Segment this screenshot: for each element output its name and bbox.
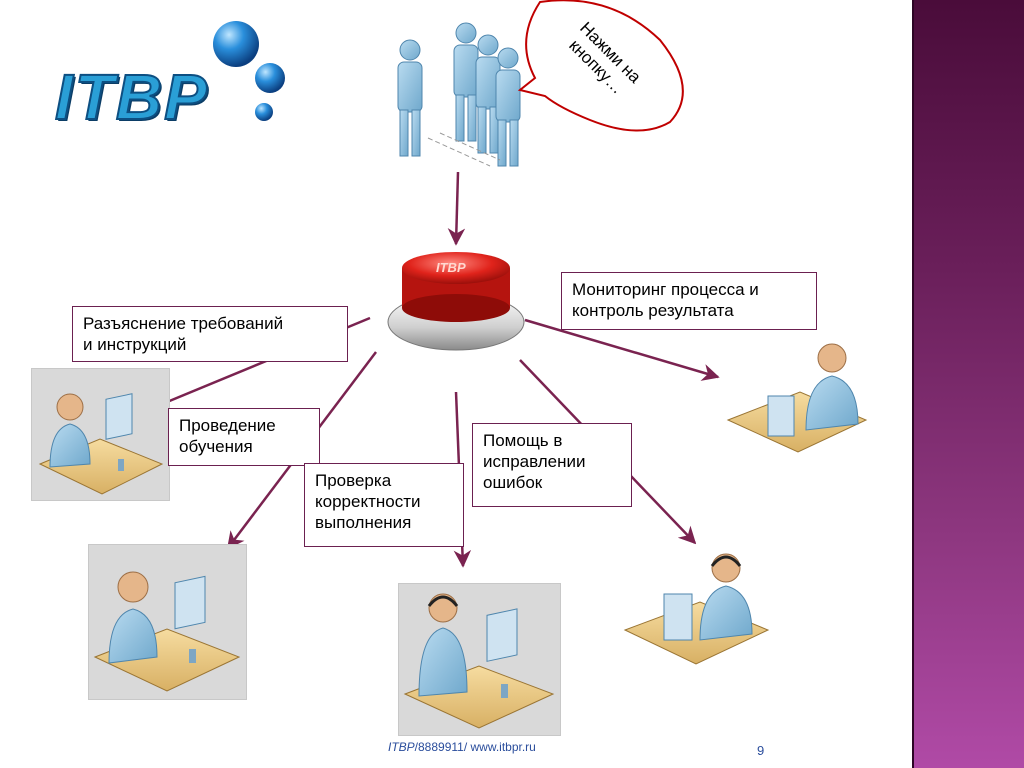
training-line-1: Проведение	[179, 416, 276, 435]
monitoring-box: Мониторинг процесса и контроль результат…	[561, 272, 817, 330]
training-line-2: обучения	[179, 437, 253, 456]
errors-line-3: ошибок	[483, 473, 543, 492]
arrow-to-button	[447, 171, 466, 246]
button-label: ITBP	[436, 260, 466, 275]
errors-box: Помощь в исправлении ошибок	[472, 423, 632, 507]
errors-line-2: исправлении	[483, 452, 586, 471]
itbp-logo: ITBP	[54, 60, 209, 134]
footer-text: /8889911/ www.itbpr.ru	[414, 740, 536, 754]
verification-line-2: корректности	[315, 492, 421, 511]
speech-callout	[517, 0, 684, 132]
verification-box: Проверка корректности выполнения	[304, 463, 464, 547]
training-box: Проведение обучения	[168, 408, 320, 466]
footer-brand: ITBP	[388, 740, 415, 754]
monitoring-line-1: Мониторинг процесса и	[572, 280, 759, 299]
errors-line-1: Помощь в	[483, 431, 563, 450]
requirements-line-1: Разъяснение требований	[83, 314, 284, 333]
group-of-people-icon	[397, 22, 521, 167]
person-at-computer-icon	[93, 571, 241, 692]
decorative-side-band	[912, 0, 1024, 768]
footer: ITBP/8889911/ www.itbpr.ru	[388, 740, 536, 754]
verification-line-1: Проверка	[315, 471, 392, 490]
operator-tile-bottom-left	[88, 544, 247, 700]
arrow-to-monitoring	[524, 318, 720, 381]
person-at-computer-icon	[38, 393, 164, 495]
person-with-headset-icon	[403, 593, 555, 729]
requirements-box: Разъяснение требований и инструкций	[72, 306, 348, 362]
verification-line-3: выполнения	[315, 513, 412, 532]
itbp-button-icon	[387, 252, 525, 351]
operator-tile-left	[31, 368, 170, 501]
page-number: 9	[757, 743, 765, 758]
monitoring-line-2: контроль результата	[572, 301, 734, 320]
requirements-line-2: и инструкций	[83, 335, 187, 354]
operator-tile-bottom-center	[398, 583, 561, 736]
